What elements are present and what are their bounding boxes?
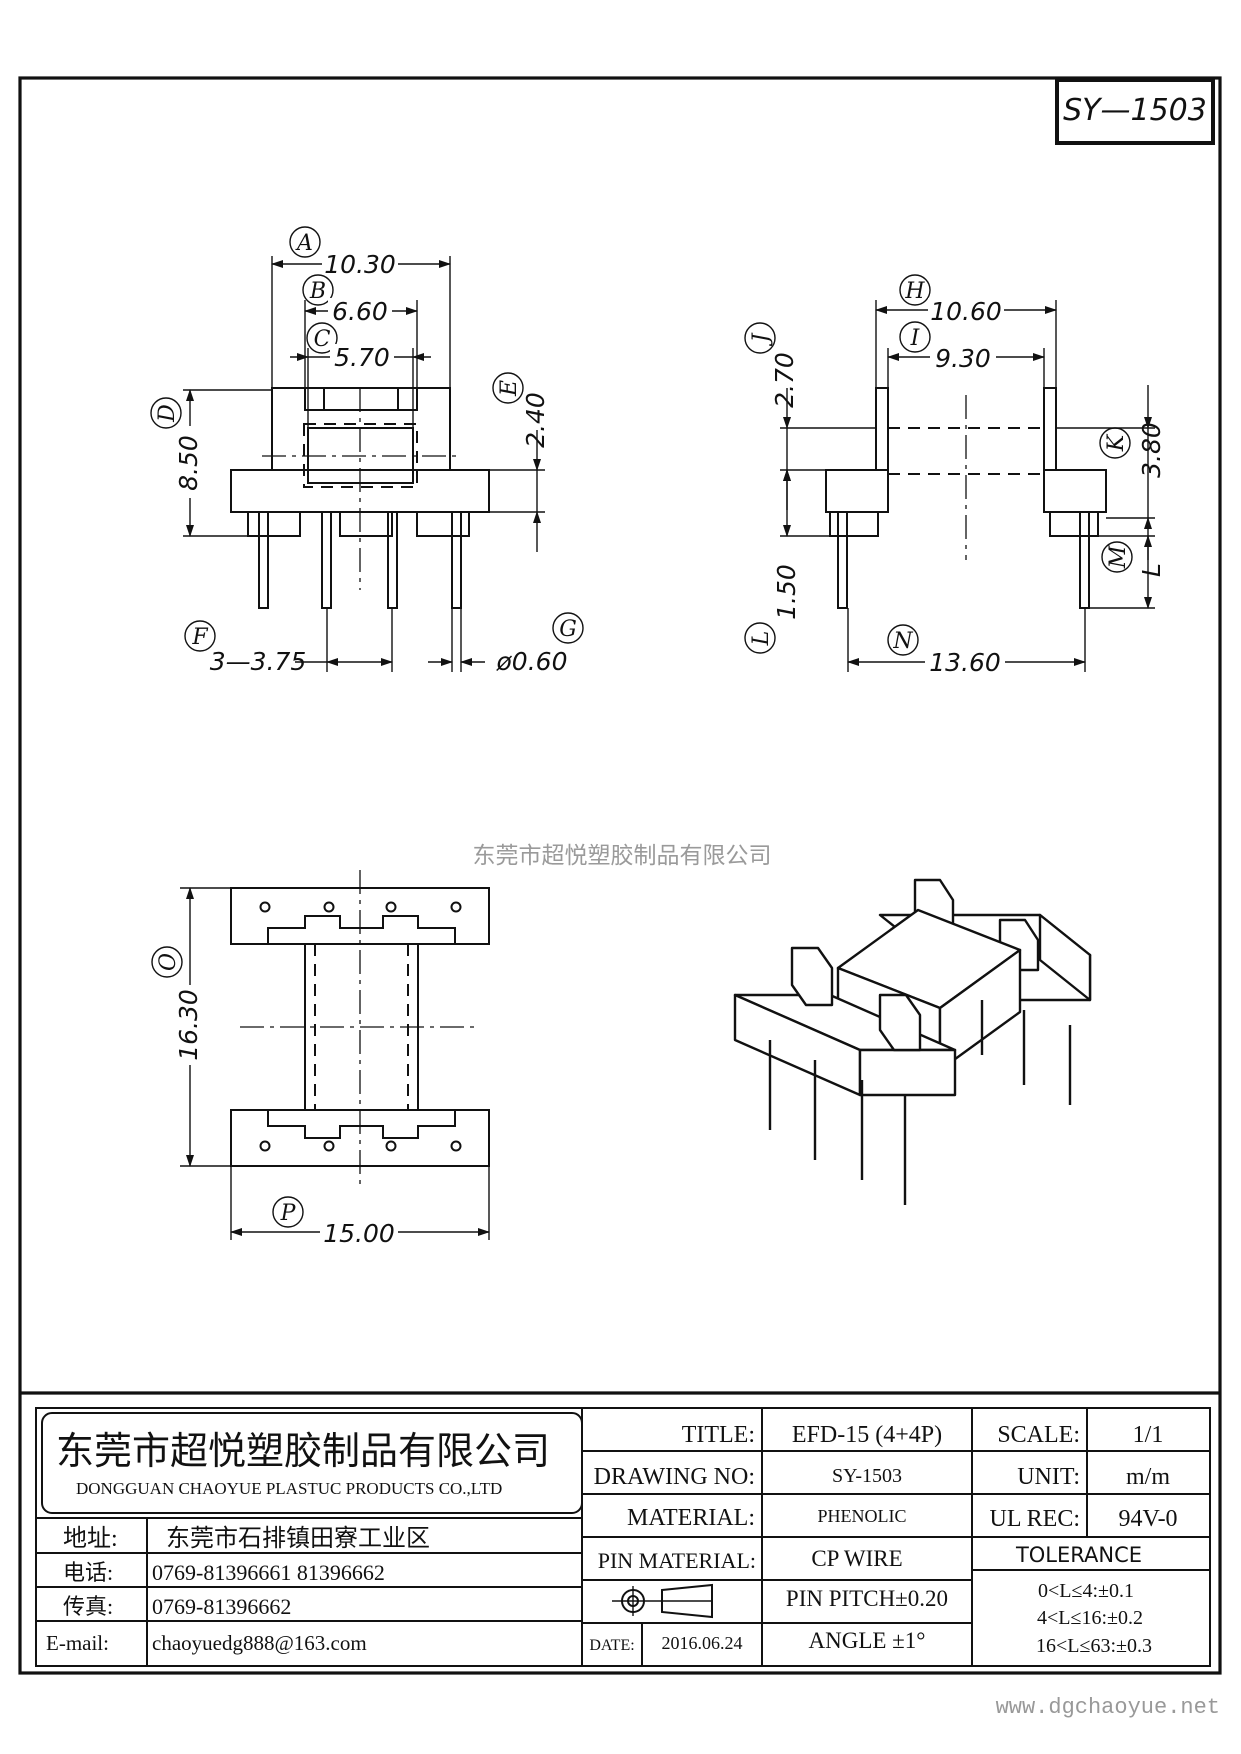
watermark-text: 东莞市超悦塑胶制品有限公司	[473, 843, 772, 869]
email-value: chaoyuedg888@163.com	[152, 1631, 367, 1655]
side-view: H 10.60 I 9.30 J 2.70 K 3.80 L 1.50	[744, 274, 1166, 677]
phone-value: 0769-81396661 81396662	[152, 1560, 385, 1585]
scale-value: 1/1	[1133, 1422, 1164, 1448]
title-value: EFD-15 (4+4P)	[792, 1422, 942, 1448]
angle-tolerance: ANGLE ±1°	[809, 1628, 926, 1653]
dim-a-value: 10.30	[324, 250, 396, 279]
part-number: SY—1503	[1063, 93, 1207, 128]
title-label: TITLE:	[682, 1422, 755, 1448]
callout-l: L	[749, 631, 774, 647]
callout-a: A	[295, 231, 313, 256]
dim-g-value: ø0.60	[496, 647, 568, 676]
callout-n: N	[892, 629, 913, 654]
date-value: 2016.06.24	[662, 1633, 743, 1653]
website-text: www.dgchaoyue.net	[996, 1695, 1220, 1720]
scale-label: SCALE:	[997, 1422, 1080, 1448]
callout-c: C	[314, 327, 331, 352]
fax-label: 传真:	[63, 1594, 113, 1619]
phone-label: 电话:	[63, 1560, 113, 1585]
callout-b: B	[309, 279, 326, 304]
email-label: E-mail:	[46, 1631, 109, 1655]
pin-material-value: CP WIRE	[811, 1546, 902, 1571]
pin-material-label: PIN MATERIAL:	[598, 1548, 756, 1573]
drawing-no-label: DRAWING NO:	[594, 1464, 755, 1490]
callout-d: D	[155, 404, 180, 423]
material-value: PHENOLIC	[818, 1506, 907, 1526]
tolerance-row-1: 0<L≤4:±0.1	[1038, 1580, 1134, 1602]
sheet-border	[18, 76, 1222, 1675]
ul-value: 94V-0	[1118, 1506, 1177, 1532]
callout-p: P	[280, 1201, 297, 1226]
dim-i-value: 9.30	[935, 344, 991, 373]
projection-symbol	[612, 1583, 713, 1619]
drawing-no-value: SY-1503	[832, 1465, 902, 1487]
dim-e-value: 2.40	[521, 392, 550, 448]
dim-k-value: 3.80	[1137, 422, 1166, 478]
callout-o: O	[156, 953, 181, 971]
callout-h: H	[904, 279, 925, 304]
isometric-view	[733, 878, 1092, 1205]
callout-e: E	[497, 380, 522, 397]
callout-k: K	[1104, 433, 1129, 452]
callout-g: G	[559, 617, 577, 642]
top-view: O 16.30 P 15.00	[151, 870, 490, 1248]
callout-f: F	[191, 625, 208, 650]
dim-m-value: L	[1137, 563, 1166, 577]
date-label: DATE:	[589, 1637, 634, 1654]
dim-l-value: 1.50	[772, 564, 801, 620]
tolerance-label: TOLERANCE	[1015, 1543, 1142, 1567]
tolerance-row-2: 4<L≤16:±0.2	[1037, 1607, 1143, 1629]
unit-label: UNIT:	[1017, 1464, 1080, 1490]
callout-j: J	[749, 332, 774, 346]
dim-b-value: 6.60	[332, 297, 388, 326]
tolerance-row-3: 16<L≤63:±0.3	[1036, 1635, 1152, 1657]
address-value: 东莞市石排镇田寮工业区	[166, 1525, 430, 1552]
dim-f-value: 3—3.75	[210, 647, 307, 676]
dim-j-value: 2.70	[770, 352, 799, 408]
dim-n-value: 13.60	[929, 648, 1001, 677]
dim-o-value: 16.30	[174, 989, 203, 1061]
company-name-cn: 东莞市超悦塑胶制品有限公司	[56, 1431, 550, 1473]
callout-m: M	[1106, 545, 1131, 569]
company-name-en: DONGGUAN CHAOYUE PLASTUC PRODUCTS CO.,LT…	[76, 1479, 502, 1498]
material-label: MATERIAL:	[627, 1505, 755, 1531]
callout-i: I	[910, 326, 921, 351]
fax-value: 0769-81396662	[152, 1594, 291, 1619]
address-label: 地址:	[63, 1525, 118, 1552]
dim-d-value: 8.50	[174, 435, 203, 491]
dim-h-value: 10.60	[930, 297, 1002, 326]
ul-label: UL REC:	[990, 1506, 1080, 1532]
dim-p-value: 15.00	[323, 1219, 395, 1248]
pin-pitch: PIN PITCH±0.20	[786, 1586, 948, 1611]
title-block: 东莞市超悦塑胶制品有限公司 DONGGUAN CHAOYUE PLASTUC P…	[20, 1391, 1220, 1667]
front-view: A 10.30 B 6.60 C 5.70 D 8.50	[150, 226, 584, 676]
unit-value: m/m	[1126, 1464, 1170, 1490]
dim-c-value: 5.70	[334, 343, 390, 372]
part-number-box: SY—1503	[1055, 78, 1215, 145]
